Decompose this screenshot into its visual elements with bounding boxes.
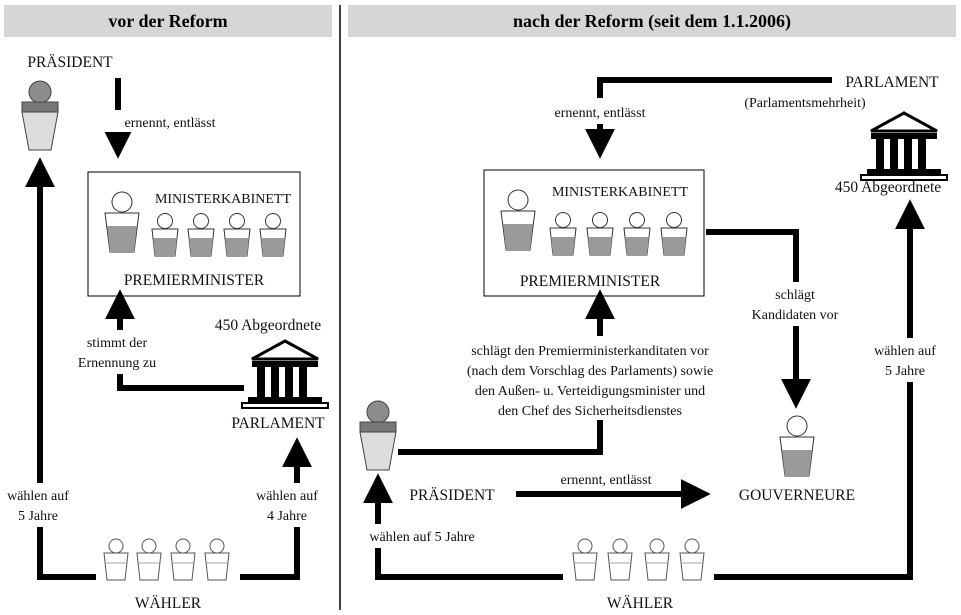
right-schlaegt-2: Kandidaten vor [752, 308, 839, 323]
right-parliament-icon [858, 111, 950, 183]
right-ernennt-label: ernennt, entlässt [555, 106, 646, 121]
right-vorschlag-4: den Chef des Sicherheitsdienstes [498, 404, 682, 419]
right-vorschlag-2: (nach dem Vorschlag des Parlaments) sowi… [467, 364, 713, 379]
gouverneure-icon [779, 415, 815, 477]
right-header: nach der Reform (seit dem 1.1.2006) [513, 11, 791, 32]
left-praesident-label: PRÄSIDENT [27, 54, 113, 71]
right-voter-icon [679, 538, 705, 581]
right-voter-icon [607, 538, 633, 581]
right-arrow-ernennt [585, 77, 832, 159]
left-arrow-waehlen5 [25, 157, 96, 580]
left-ernennt-label: ernennt, entlässt [125, 116, 216, 131]
left-stimmt-1: stimmt der [87, 336, 148, 351]
left-voter-icon [136, 538, 162, 581]
right-premier-label: PREMIERMINISTER [520, 273, 661, 290]
left-premier-label: PREMIERMINISTER [124, 272, 265, 289]
left-stimmt-2: Ernennung zu [78, 356, 156, 371]
left-abgeordnete-label: 450 Abgeordnete [215, 317, 321, 334]
right-praesident-label: PRÄSIDENT [409, 487, 495, 504]
right-parlament-label: PARLAMENT [845, 74, 939, 91]
left-waehlen5-2: 5 Jahre [18, 509, 58, 524]
right-arrow-schlaegt [706, 229, 811, 409]
left-arrow-stimmt [105, 289, 244, 391]
left-voter-icon [103, 538, 129, 581]
gouverneure-label: GOUVERNEURE [739, 487, 855, 504]
left-president-icon [21, 80, 59, 151]
right-waehlen5-2: 5 Jahre [885, 364, 925, 379]
right-header-bar [348, 5, 956, 37]
right-mehrheit-label: (Parlamentsmehrheit) [744, 96, 866, 111]
left-waehlen4-2: 4 Jahre [267, 509, 307, 524]
left-kabinett-label: MINISTERKABINETT [155, 192, 292, 207]
left-parlament-label: PARLAMENT [231, 415, 325, 432]
right-arrow-waehlen5 [714, 199, 925, 580]
right-abgeordnete-label: 450 Abgeordnete [835, 179, 941, 196]
right-waehler-label: WÄHLER [607, 595, 674, 612]
left-voter-icon [170, 538, 196, 581]
left-voter-icon [204, 538, 230, 581]
right-arrow-waehlen-pr [363, 473, 563, 580]
left-waehler-label: WÄHLER [135, 595, 202, 612]
left-waehlen5-1: wählen auf [7, 489, 69, 504]
left-waehlen4-1: wählen auf [256, 489, 318, 504]
right-voter-icon [572, 538, 598, 581]
right-vorschlag-3: den Außen- u. Verteidigungsminister und [475, 384, 705, 399]
right-ernennt2-label: ernennt, entlässt [561, 473, 652, 488]
left-parliament-icon [239, 339, 331, 411]
left-header-bar [4, 5, 332, 37]
right-president-icon [359, 400, 397, 471]
right-schlaegt-1: schlägt [775, 288, 815, 303]
right-waehlen-pr: wählen auf 5 Jahre [369, 530, 474, 545]
right-waehlen5-1: wählen auf [874, 344, 936, 359]
right-kabinett-label: MINISTERKABINETT [552, 185, 689, 200]
right-voter-icon [644, 538, 670, 581]
left-header: vor der Reform [108, 11, 227, 31]
right-vorschlag-1: schlägt den Premierministerkanditaten vo… [471, 344, 709, 359]
